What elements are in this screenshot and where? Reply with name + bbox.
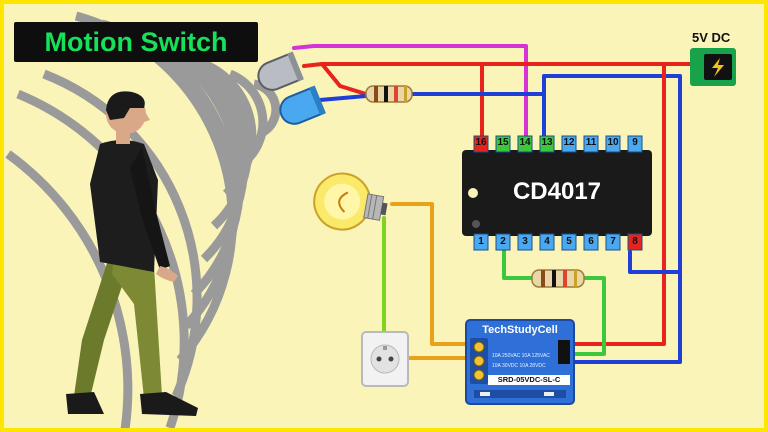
ic-pin-bottom (627, 233, 643, 251)
ic-chip (462, 150, 652, 236)
pin-number: 12 (563, 137, 575, 148)
pin-number: 7 (610, 236, 616, 247)
relay-model: SRD-05VDC-SL-C (488, 375, 570, 385)
wire-red-top (302, 62, 692, 68)
pin-number: 8 (632, 236, 638, 247)
ic-pin-bottom (495, 233, 511, 251)
title-banner: Motion Switch (14, 22, 258, 62)
ic-pin-top (495, 135, 511, 153)
ir-led-icon (257, 51, 304, 91)
ic-pin-top (473, 135, 489, 153)
ic-top-pins (473, 135, 643, 153)
ic-pin-top (561, 135, 577, 153)
walking-person-icon (66, 91, 198, 416)
ic-pin-bottom (605, 233, 621, 251)
ic-pin-top (583, 135, 599, 153)
pin-number: 9 (632, 137, 638, 148)
ic-pin-bottom (539, 233, 555, 251)
wire-red-led (320, 62, 368, 96)
ic-pin-bottom (517, 233, 533, 251)
wire-red-right (568, 62, 666, 346)
wire-blue-res (318, 94, 368, 102)
wire-green-pin3 (502, 242, 534, 280)
wire-blue-pin8 (628, 250, 682, 274)
dc-jack-icon (690, 48, 736, 86)
light-bulb-icon (313, 172, 388, 231)
ic-pin-bottom (583, 233, 599, 251)
resistor-top (365, 85, 413, 103)
relay-brand: TechStudyCell (482, 324, 558, 336)
page-title: Motion Switch (44, 27, 228, 57)
pin-number: 14 (519, 137, 531, 148)
pin-number: 4 (544, 236, 550, 247)
photodiode-icon (279, 85, 326, 125)
relay-spec-1: 10A 250VAC 10A 125VAC (492, 353, 550, 359)
ic-pin-bottom (473, 233, 489, 251)
ic-bottom-pins (473, 233, 643, 251)
pin-number: 5 (566, 236, 572, 247)
pin-number: 15 (497, 137, 509, 148)
pin-number: 11 (585, 137, 597, 148)
pin-number: 3 (522, 236, 528, 247)
pin-number: 2 (500, 236, 506, 247)
wire-blue-gnd (542, 74, 682, 364)
ic-pin-top (627, 135, 643, 153)
ic-label: CD4017 (512, 178, 602, 205)
ic-pin-top (517, 135, 533, 153)
power-label: 5V DC (692, 30, 731, 45)
pin-number: 10 (607, 137, 619, 148)
ic-pin-bottom (561, 233, 577, 251)
pin-number: 16 (475, 137, 487, 148)
resistor-bottom (531, 269, 585, 288)
diagram-canvas (5, 11, 736, 428)
pin-number: 6 (588, 236, 594, 247)
wave-arc (42, 69, 202, 398)
ic-pin-top (605, 135, 621, 153)
wire-orange-bulb (390, 202, 486, 346)
power-socket-icon (361, 331, 409, 387)
wire-magenta (292, 44, 528, 138)
ic-pin-top (539, 135, 555, 153)
pin-number: 1 (478, 236, 484, 247)
relay-spec-2: 10A 30VDC 10A 28VDC (492, 363, 546, 369)
pin-number: 13 (541, 137, 553, 148)
wire-green-relay (568, 276, 606, 356)
